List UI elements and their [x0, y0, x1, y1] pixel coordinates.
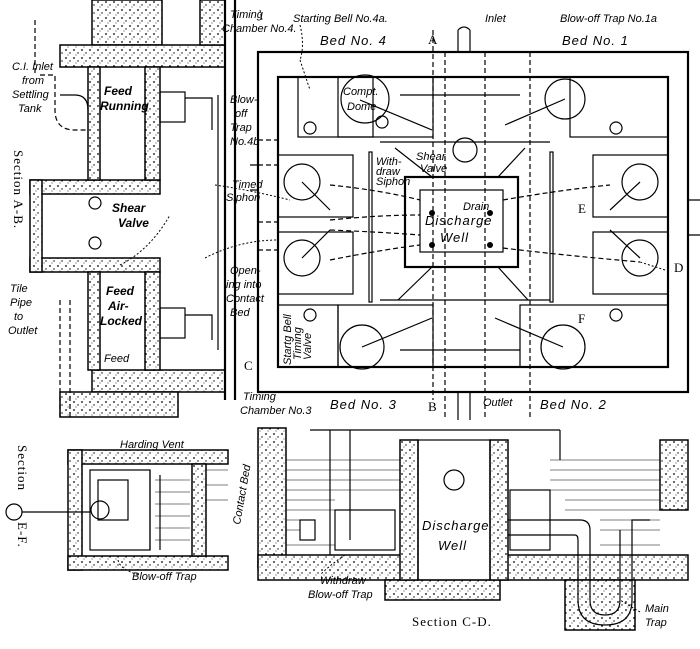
label-starting-bell-4a: Starting Bell No.4a.: [293, 13, 388, 25]
label-tile-pipe-3: to: [14, 311, 23, 323]
label-timing-chamber-3-2: Chamber No.3: [240, 405, 312, 417]
plan-view: [204, 9, 700, 420]
label-timed-siphon-2: Siphon: [226, 192, 260, 204]
label-withdraw-siphon-1: With-: [376, 156, 402, 168]
label-section-ef-1: Section: [15, 445, 30, 491]
label-compt-dome-1: Compt.: [343, 86, 378, 98]
label-shear-valve-left-2: Valve: [118, 216, 149, 230]
label-withdraw-1: Withdraw: [320, 575, 367, 587]
label-feed-air-locked-1: Feed: [106, 284, 135, 298]
label-compt-dome-2: Dome: [347, 101, 376, 113]
marker-e: E: [578, 201, 587, 216]
discharge-well-plan: [403, 175, 520, 269]
label-starting-bell-timing-3: Valve: [302, 333, 314, 360]
label-feed-air-locked-2: Air-: [107, 299, 129, 313]
label-tile-pipe-4: Outlet: [8, 325, 38, 337]
shear-chamber-top: [29, 179, 161, 195]
label-opening-1: Open-: [230, 265, 261, 277]
label-discharge-well-section-1: Discharge: [422, 518, 490, 533]
inner-wall-upper: [87, 66, 101, 181]
label-bed-1: Bed No. 1: [562, 33, 629, 48]
label-ci-inlet-4: Tank: [18, 103, 42, 115]
label-timing-chamber-4-2: Chamber No.4.: [222, 23, 297, 35]
label-opening-2: ing into: [226, 279, 261, 291]
concrete-bottom: [59, 391, 179, 418]
label-ci-inlet-1: C.I. Inlet: [12, 61, 54, 73]
label-blowoff-4b-2: off: [235, 108, 248, 120]
label-opening-3: Contact: [226, 293, 265, 305]
label-tile-pipe-1: Tile: [10, 283, 28, 295]
label-shear-valve-center-1: Shear: [416, 151, 447, 163]
label-feed: Feed: [104, 353, 130, 365]
label-section-cd: Section C-D.: [412, 614, 492, 629]
label-feed-air-locked-3: Locked: [100, 314, 143, 328]
label-bed-3: Bed No. 3: [330, 397, 397, 412]
marker-a: A: [428, 32, 438, 47]
label-blowoff-4b-3: Trap: [230, 122, 252, 134]
label-shear-valve-left-1: Shear: [112, 201, 147, 215]
section-cd: [257, 427, 689, 631]
slab-bottom: [91, 369, 226, 393]
slab-top: [59, 44, 226, 68]
label-timed-siphon-1: Timed: [232, 179, 263, 191]
label-discharge-well-plan-2: Well: [440, 230, 469, 245]
label-bed-4: Bed No. 4: [320, 33, 387, 48]
label-timing-chamber-4-1: Timing: [230, 9, 264, 21]
label-section-ab: Section A-B.: [11, 150, 26, 229]
label-feed-running-1: Feed: [104, 84, 133, 98]
label-withdraw-siphon-3: Siphon: [376, 176, 410, 188]
label-section-ef-2: E-F.: [15, 522, 30, 548]
label-shear-valve-center-2: Valve: [420, 163, 447, 175]
label-bed-2: Bed No. 2: [540, 397, 607, 412]
label-ci-inlet-2: from: [22, 75, 44, 87]
label-tile-pipe-2: Pipe: [10, 297, 32, 309]
label-main-trap-2: Trap: [645, 617, 667, 629]
label-opening-4: Bed: [230, 307, 250, 319]
marker-c: C: [244, 358, 254, 373]
label-feed-running-2: Running: [100, 99, 149, 113]
marker-d: D: [674, 260, 684, 275]
label-inlet: Inlet: [485, 13, 507, 25]
inner-wall-lower: [87, 271, 101, 371]
shear-chamber-bottom: [29, 257, 161, 273]
label-main-trap-1: Main: [645, 603, 669, 615]
section-ef: [5, 449, 229, 576]
feed-wall-upper: [144, 66, 161, 181]
concrete-top: [91, 0, 163, 46]
section-ab: [29, 0, 237, 420]
label-drain: Drain: [463, 201, 489, 213]
label-withdraw-siphon-2: draw: [376, 166, 401, 178]
label-outlet: Outlet: [483, 397, 513, 409]
shear-chamber-left: [29, 179, 43, 273]
label-blowoff-4b-4: No.4b: [230, 136, 259, 148]
feed-wall-lower: [144, 271, 161, 371]
label-blowoff-trap-1a: Blow-off Trap No.1a: [560, 13, 657, 25]
label-ci-inlet-3: Settling: [12, 89, 50, 101]
label-blowoff-trap: Blow-off Trap: [132, 571, 197, 583]
label-blowoff-4b-1: Blow-: [230, 94, 258, 106]
label-timing-chamber-3-1: Timing: [243, 391, 277, 403]
label-discharge-well-plan-1: Discharge: [425, 213, 493, 228]
label-starting-bell-timing-1: Startg Bell: [282, 314, 294, 365]
label-harding-vent: Harding Vent: [120, 439, 185, 451]
label-withdraw-2: Blow-off Trap: [308, 589, 373, 601]
marker-b: B: [428, 399, 438, 414]
label-starting-bell-timing-2: Timing: [292, 326, 304, 360]
marker-f: F: [578, 311, 586, 326]
label-contact-bed: Contact Bed: [231, 463, 253, 526]
label-discharge-well-section-2: Well: [438, 538, 467, 553]
